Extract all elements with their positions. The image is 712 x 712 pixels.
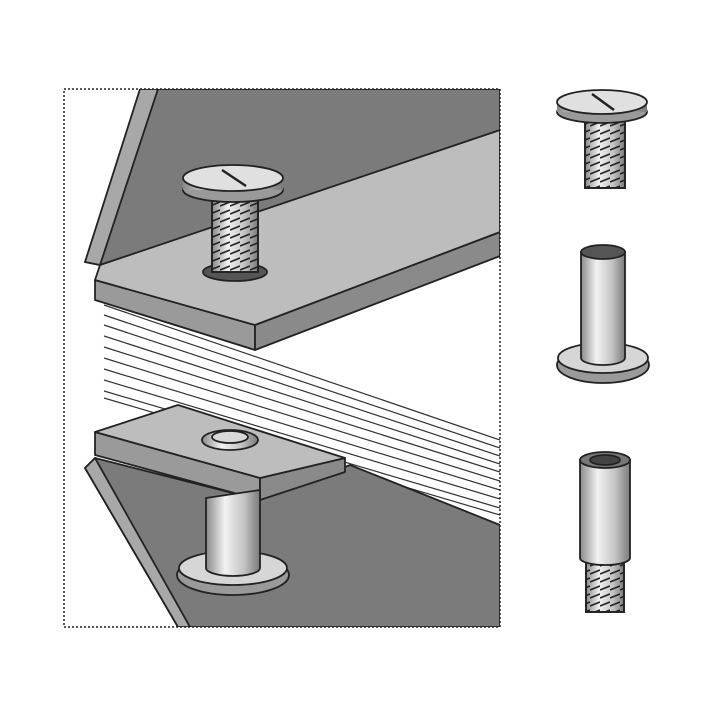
parts-column [556, 89, 650, 613]
upper-plate [94, 129, 500, 351]
screw-part [556, 89, 648, 189]
lower-post [176, 429, 290, 596]
upper-screw [182, 164, 284, 282]
extension-post-part [579, 451, 631, 613]
post-part [556, 244, 650, 384]
paper-stack [100, 255, 500, 516]
scene-panel [64, 89, 500, 627]
scene-frame [63, 88, 501, 628]
lower-cover-bevel [84, 457, 191, 627]
